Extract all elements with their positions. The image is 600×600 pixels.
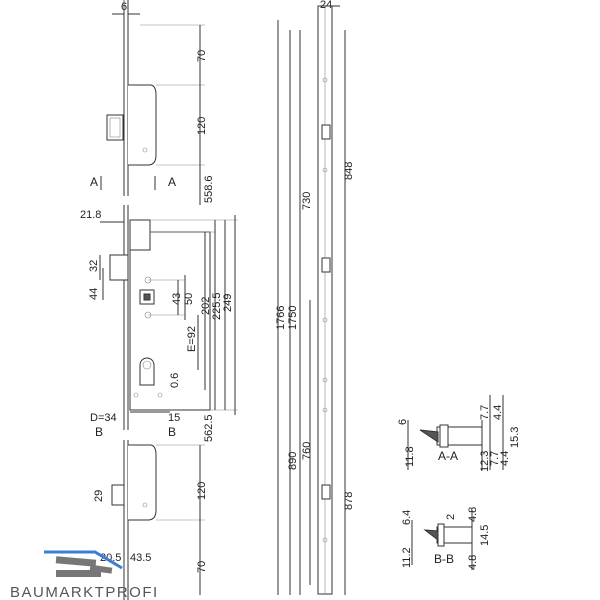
top-keeper: 6 70 120 558.6 A A [90,0,215,205]
dim-e-92: E=92 [186,326,198,352]
dim-558-6: 558.6 [203,175,215,203]
section-bb: 6.4 11.2 2 4.8 14.5 4.8 B-B [401,507,491,570]
dim-70-bottom: 70 [196,561,208,573]
dim-21-8: 21.8 [80,209,101,221]
bb-dim-14-5: 14.5 [479,525,491,546]
dim-0-6: 0.6 [169,373,181,388]
dim-848: 848 [343,162,355,180]
dim-890: 890 [287,452,299,470]
bb-dim-6-4: 6.4 [401,510,413,525]
aa-dim-4-4-bottom: 4.4 [499,451,511,466]
bottom-keeper: 29 120 70 20.5 43.5 [93,440,208,600]
bb-dim-11-2: 11.2 [401,547,413,568]
section-b-left: B [95,425,103,439]
dim-backset: D=34 [90,412,117,424]
rod-view: 24 1766 1750 730 848 890 760 878 [275,0,355,595]
section-a-right: A [168,175,176,189]
bb-dim-4-8-top: 4.8 [467,507,479,522]
aa-dim-12-3: 12.3 [479,451,491,472]
dim-70: 70 [196,50,208,62]
dim-202: 202 [200,297,212,315]
dim-43: 43 [171,293,183,305]
aa-dim-4-4-top: 4.4 [492,405,504,420]
aa-dim-7-7-bottom: 7.7 [489,451,501,466]
dim-120: 120 [196,117,208,135]
section-aa: 6 11.8 A-A 7.7 4.4 12.3 7.7 4.4 15.3 [397,395,521,472]
aa-title: A-A [438,449,458,463]
section-b-right: B [168,425,176,439]
logo-swoosh [44,550,123,570]
dim-878: 878 [343,492,355,510]
dim-760: 760 [301,442,313,460]
dim-730: 730 [301,192,313,210]
main-lock: 21.8 32 44 43 50 202 225.5 249 E=92 0.6 … [80,205,238,442]
logo-text: BAUMARKTPROFI [10,584,159,600]
bb-dim-2: 2 [445,514,457,520]
section-a-left: A [90,175,98,189]
dim-562-5: 562.5 [203,414,215,442]
dim-width: 6 [121,1,127,13]
dim-24: 24 [320,0,332,11]
dim-249: 249 [222,294,234,312]
bb-title: B-B [434,552,454,566]
dim-29: 29 [93,490,105,502]
dim-225-5: 225.5 [211,292,223,320]
dim-32: 32 [88,260,100,272]
dim-15: 15 [168,412,180,424]
dim-44: 44 [88,288,100,300]
aa-dim-15-3: 15.3 [509,427,521,448]
dim-43-5: 43.5 [130,552,151,564]
baumarktprofi-logo: BAUMARKTPROFI [10,550,159,600]
bb-dim-4-8-bottom: 4.8 [467,555,479,570]
aa-dim-7-7-top: 7.7 [479,405,491,420]
aa-dim-6: 6 [397,419,409,425]
dim-1766: 1766 [275,306,287,330]
dim-20-5: 20.5 [100,552,121,564]
dim-120-bottom: 120 [196,482,208,500]
dim-1750: 1750 [287,306,299,330]
aa-dim-11-8: 11.8 [404,446,416,467]
dim-50: 50 [183,293,195,305]
